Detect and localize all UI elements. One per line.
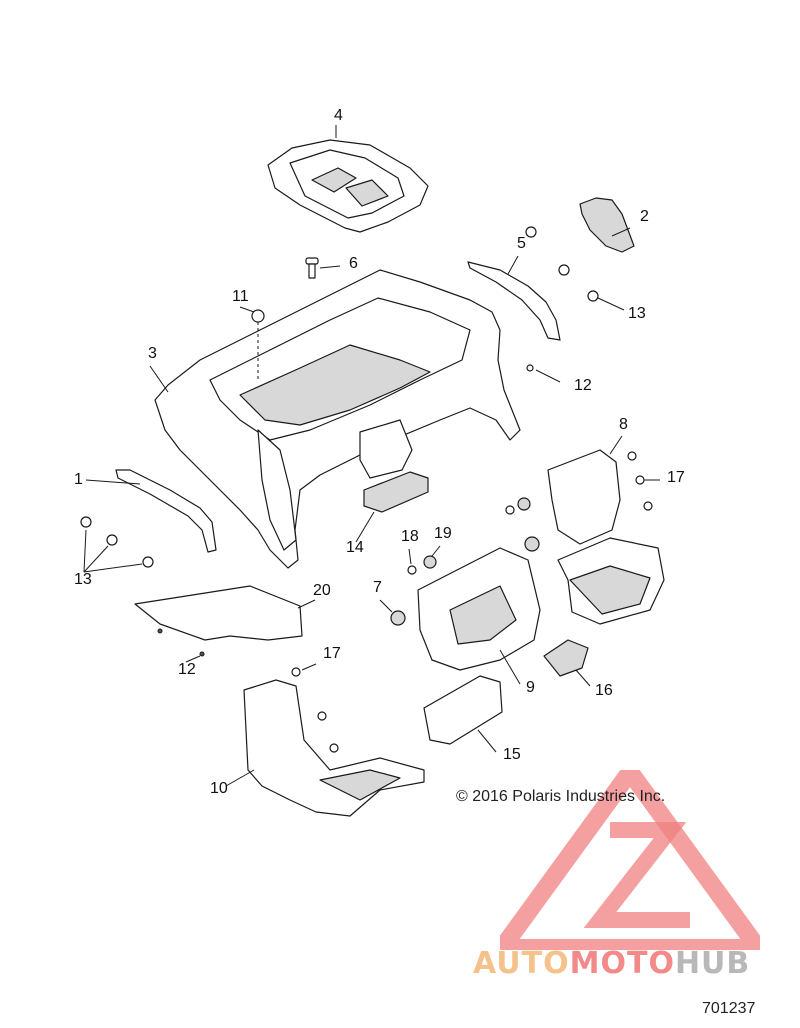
callout-8: 8 [619, 416, 628, 433]
callout-17: 17 [323, 645, 341, 662]
copyright-text: © 2016 Polaris Industries Inc. [456, 788, 666, 805]
part-12-lower-pin [157, 628, 205, 663]
watermark-hub: HUB [674, 946, 751, 981]
callout-14: 14 [346, 539, 364, 556]
watermark-logo-icon [500, 770, 760, 950]
part-16-switch [543, 639, 591, 687]
callout-17: 17 [667, 469, 685, 486]
part-2-grille [579, 197, 635, 253]
watermark-auto: AUTO [473, 946, 570, 981]
part-9-console-housing [417, 547, 541, 685]
document-number: 701237 [702, 1000, 756, 1017]
callout-12: 12 [178, 661, 196, 678]
callout-1: 1 [74, 471, 83, 488]
callout-18: 18 [401, 528, 419, 545]
part-14-foam-block [355, 471, 429, 543]
callout-7: 7 [373, 579, 382, 596]
part-1-rail [85, 469, 217, 553]
fasteners-13-lower [80, 516, 154, 573]
callout-15: 15 [503, 746, 521, 763]
callout-13: 13 [628, 305, 646, 322]
callout-2: 2 [640, 208, 649, 225]
callout-13: 13 [74, 571, 92, 588]
callout-4: 4 [334, 107, 343, 124]
callout-19: 19 [434, 525, 452, 542]
part-5-side-trim [467, 255, 561, 341]
watermark-moto: MOTO [569, 946, 675, 981]
part-4-cover-panel [267, 125, 429, 233]
callout-3: 3 [148, 345, 157, 362]
callout-20: 20 [313, 582, 331, 599]
part-3-cargo-box [149, 269, 561, 569]
watermark-brand-text: AUTOMOTOHUB [473, 946, 750, 981]
callout-5: 5 [517, 235, 526, 252]
part-8-storage-bin [547, 435, 665, 625]
part-10-lower-bracket [225, 663, 425, 817]
callout-9: 9 [526, 679, 535, 696]
fasteners-18-19-7 [379, 497, 540, 626]
fasteners-13-upper [525, 226, 625, 311]
callout-16: 16 [595, 682, 613, 699]
callout-10: 10 [210, 780, 228, 797]
part-15-cover-plate [423, 675, 503, 753]
callout-11: 11 [232, 288, 249, 305]
part-20-floor-panel [134, 585, 316, 641]
part-6-bolt [305, 257, 341, 279]
callout-12: 12 [574, 377, 592, 394]
callout-6: 6 [349, 255, 358, 272]
